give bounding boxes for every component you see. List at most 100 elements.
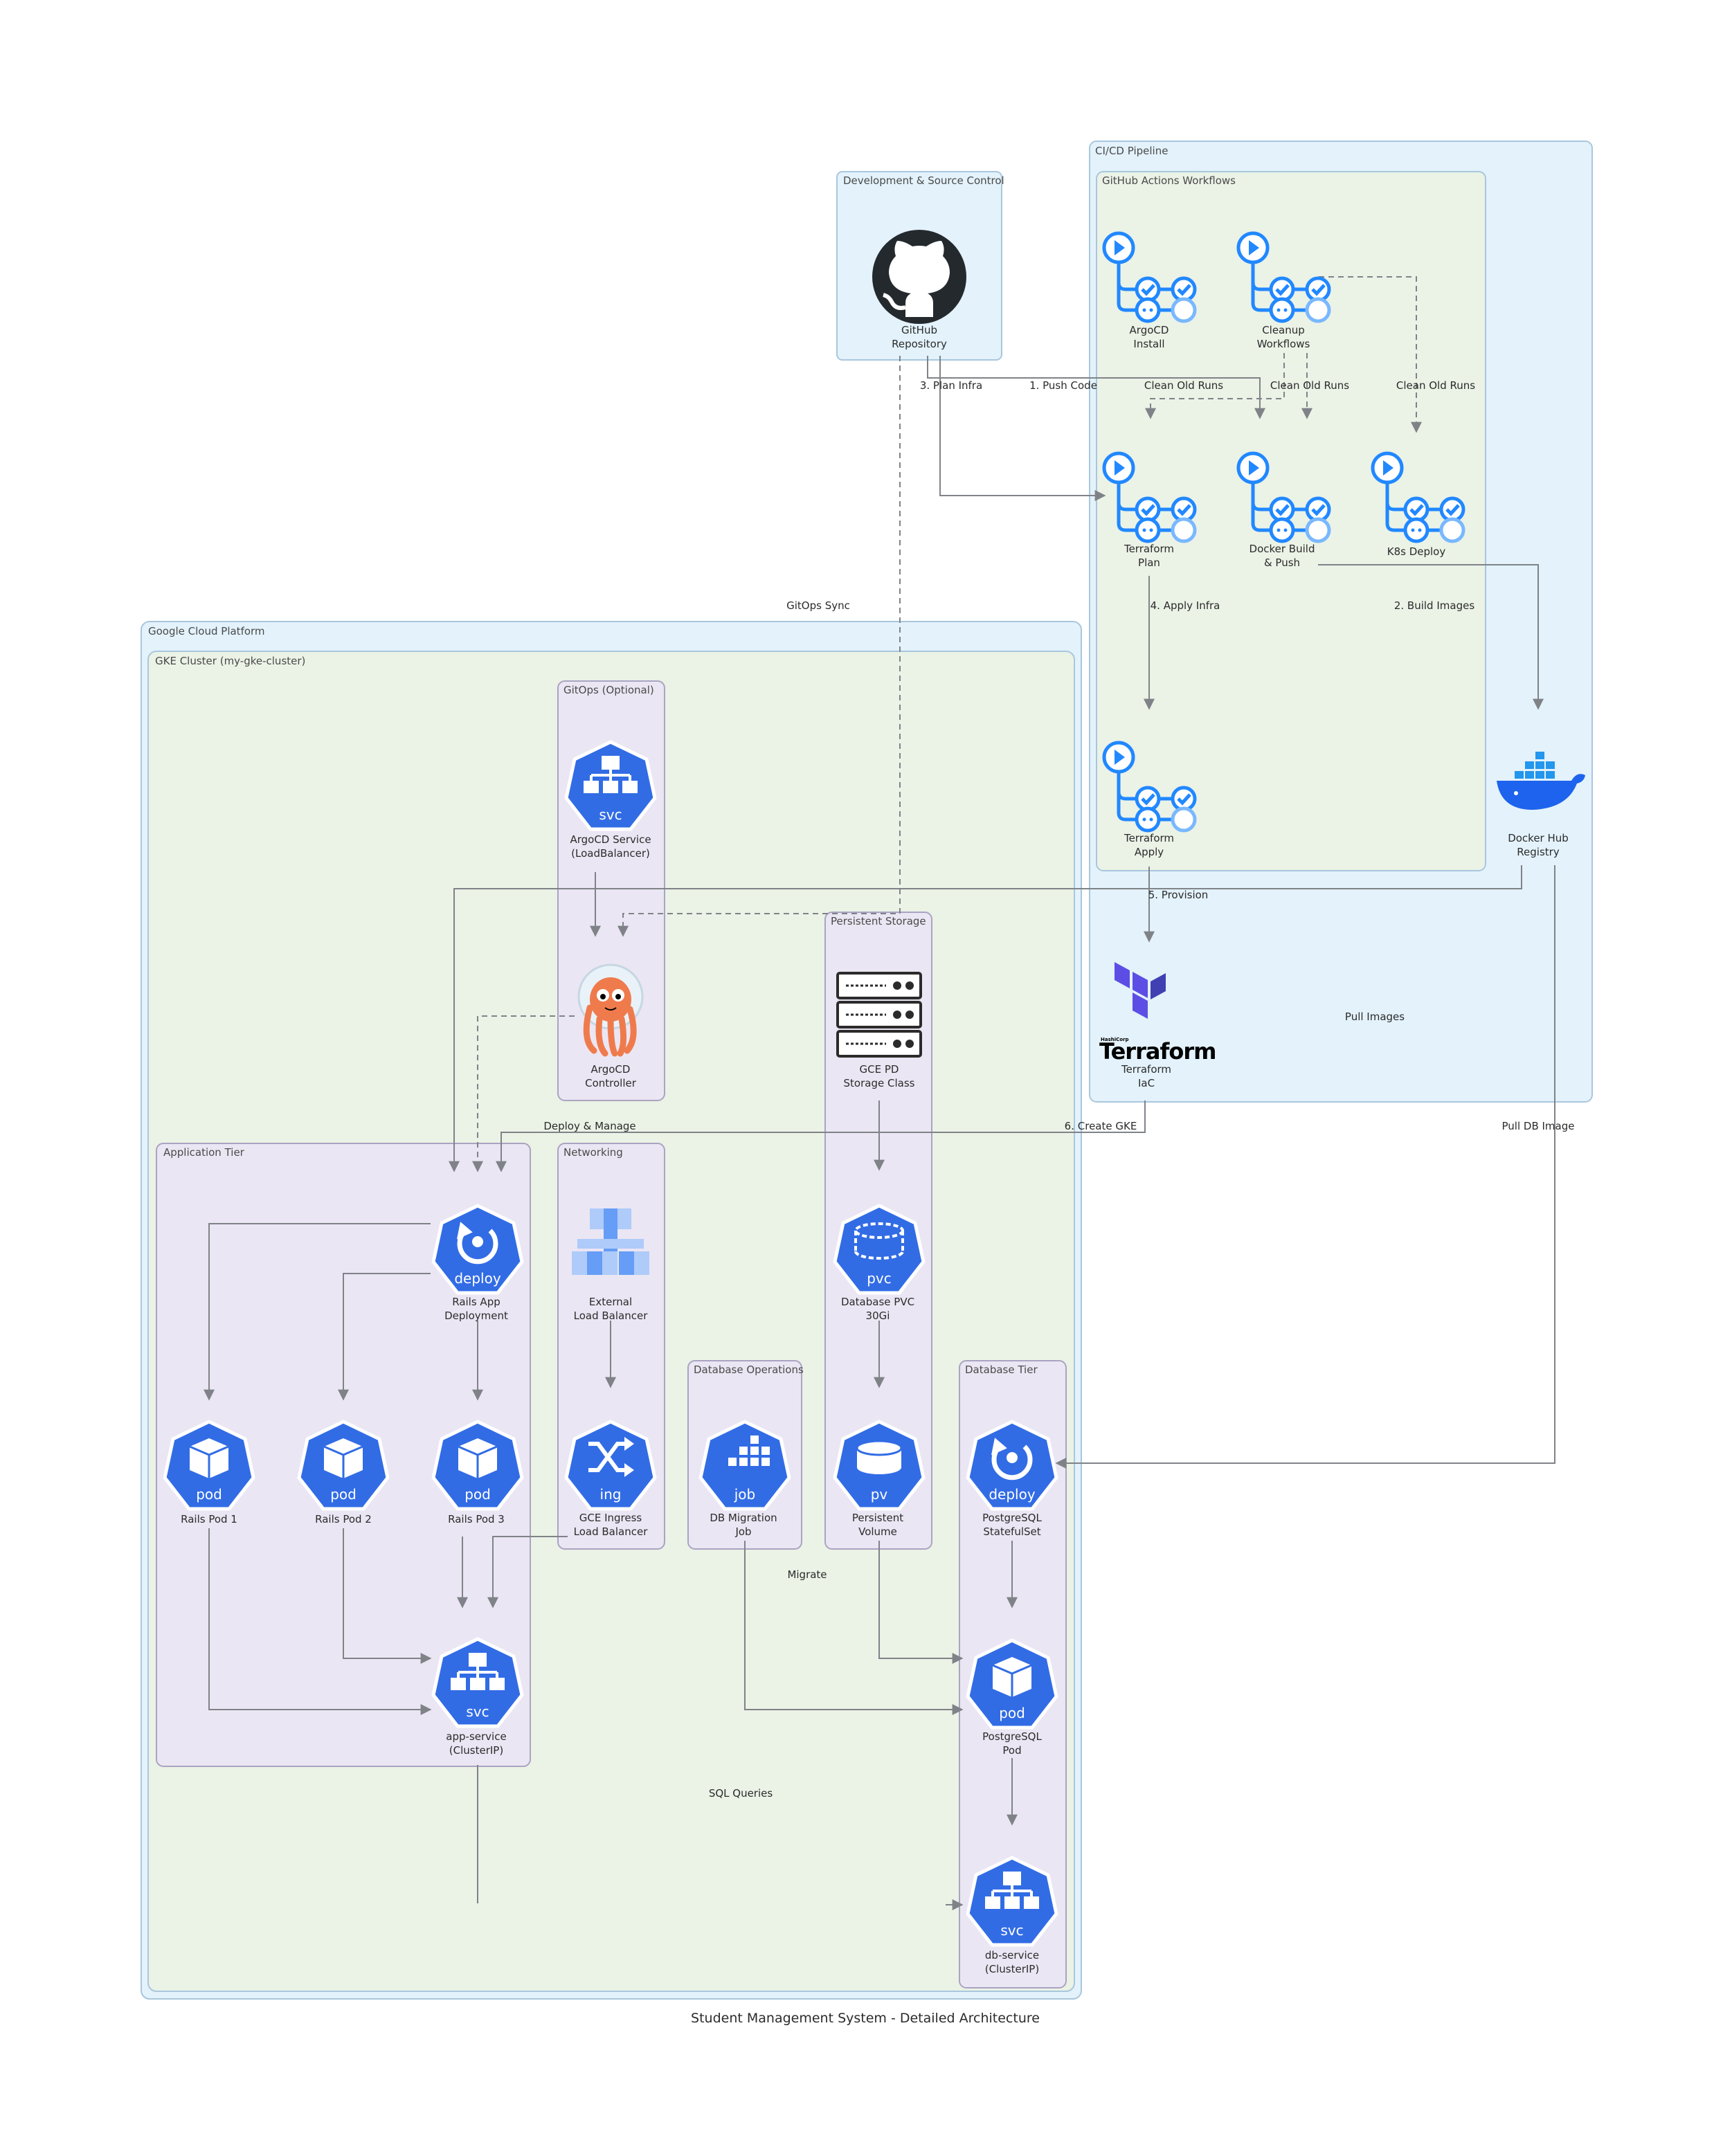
svg-text:Deployment: Deployment: [444, 1310, 508, 1322]
k8s-deploy-icon: deploy: [968, 1422, 1056, 1509]
label-migrate: Migrate: [787, 1568, 827, 1581]
node-docker-hub[interactable]: Docker Hub Registry: [1497, 752, 1585, 858]
label-plan-infra: 3. Plan Infra: [920, 379, 982, 392]
node-app-service[interactable]: svc app-service (ClusterIP): [433, 1639, 522, 1757]
svg-text:(LoadBalancer): (LoadBalancer): [571, 847, 650, 860]
k8s-pod-icon: pod: [165, 1422, 253, 1509]
node-db-service[interactable]: svc db-service (ClusterIP): [968, 1858, 1056, 1975]
node-db-migration-job[interactable]: job DB Migration Job: [701, 1422, 789, 1538]
svg-text:pvc: pvc: [867, 1270, 892, 1287]
svg-text:svc: svc: [1000, 1922, 1023, 1939]
node-gce-pd[interactable]: GCE PD Storage Class: [836, 972, 922, 1089]
svg-text:db-service: db-service: [985, 1949, 1039, 1962]
svg-text:Database Tier: Database Tier: [965, 1364, 1038, 1376]
node-postgresql-pod[interactable]: pod PostgreSQL Pod: [968, 1640, 1056, 1757]
svg-text:PostgreSQL: PostgreSQL: [982, 1730, 1042, 1743]
svg-text:svc: svc: [466, 1703, 489, 1720]
svg-text:30Gi: 30Gi: [866, 1310, 890, 1322]
svg-text:GKE Cluster (my-gke-cluster): GKE Cluster (my-gke-cluster): [155, 655, 305, 667]
svg-text:DB Migration: DB Migration: [710, 1512, 777, 1524]
edges: [204, 276, 1555, 1905]
argocd-icon: [577, 963, 644, 1057]
diagram-title: Student Management System - Detailed Arc…: [691, 2011, 1040, 2026]
edge-sql: [477, 1765, 962, 1905]
edge-plan-infra: [939, 356, 1106, 501]
svg-text:External: External: [589, 1296, 632, 1308]
svg-text:Plan: Plan: [1138, 556, 1160, 569]
node-external-lb[interactable]: External Load Balancer: [572, 1208, 649, 1322]
node-gce-ingress[interactable]: ing GCE Ingress Load Balancer: [566, 1422, 655, 1538]
node-github[interactable]: GitHub Repository: [872, 230, 966, 350]
svg-text:Persistent: Persistent: [852, 1512, 903, 1524]
edge-clean-1: [1145, 353, 1285, 419]
svg-text:Volume: Volume: [858, 1525, 897, 1538]
label-clean-2: Clean Old Runs: [1270, 379, 1349, 392]
label-sql: SQL Queries: [709, 1787, 773, 1800]
docker-icon: [1497, 752, 1585, 810]
node-k8s-deploy[interactable]: K8s Deploy: [1373, 453, 1463, 558]
svg-text:Load Balancer: Load Balancer: [574, 1310, 649, 1322]
k8s-svc-icon: svc: [968, 1858, 1056, 1945]
svg-text:svc: svc: [599, 806, 622, 823]
server-rack-icon: [836, 972, 922, 1058]
svg-text:(ClusterIP): (ClusterIP): [449, 1744, 503, 1757]
node-rails-pod-3[interactable]: pod Rails Pod 3: [433, 1422, 522, 1525]
node-terraform[interactable]: HashiCorp Terraform Terraform IaC: [1099, 962, 1216, 1089]
node-database-pvc[interactable]: pvc Database PVC 30Gi: [835, 1206, 923, 1322]
svg-text:ing: ing: [600, 1486, 622, 1503]
node-persistent-volume[interactable]: pv Persistent Volume: [835, 1422, 923, 1538]
svg-text:Database PVC: Database PVC: [841, 1296, 914, 1308]
node-terraform-apply[interactable]: Terraform Apply: [1104, 743, 1195, 858]
label-provision: 5. Provision: [1148, 889, 1209, 901]
node-rails-deployment[interactable]: deploy Rails App Deployment: [433, 1206, 522, 1322]
label-pull-db: Pull DB Image: [1502, 1120, 1575, 1132]
svg-text:ArgoCD Service: ArgoCD Service: [570, 833, 651, 846]
edge-pull-images: [449, 865, 1522, 1172]
node-cleanup-workflows[interactable]: Cleanup Workflows: [1238, 233, 1329, 350]
label-push-code: 1. Push Code: [1029, 379, 1097, 392]
label-deploy-manage: Deploy & Manage: [543, 1120, 635, 1132]
edge-pull-db: [1055, 865, 1555, 1469]
svg-text:Google Cloud Platform: Google Cloud Platform: [148, 625, 265, 637]
svg-text:deploy: deploy: [989, 1486, 1035, 1503]
svg-text:Docker Build: Docker Build: [1250, 543, 1315, 555]
k8s-ing-icon: ing: [566, 1422, 655, 1509]
svg-text:Job: Job: [734, 1525, 751, 1538]
node-rails-pod-1[interactable]: pod Rails Pod 1: [165, 1422, 253, 1525]
svg-text:GitOps (Optional): GitOps (Optional): [563, 684, 654, 696]
node-terraform-plan[interactable]: Terraform Plan: [1104, 453, 1195, 569]
edge-pod1-svc: [208, 1528, 432, 1715]
terraform-icon: HashiCorp Terraform: [1099, 962, 1216, 1065]
svg-text:& Push: & Push: [1264, 556, 1300, 569]
svg-text:Database Operations: Database Operations: [694, 1364, 804, 1376]
svg-text:GitHub Actions Workflows: GitHub Actions Workflows: [1102, 174, 1236, 187]
svg-text:GCE PD: GCE PD: [860, 1063, 899, 1076]
svg-text:Cleanup: Cleanup: [1262, 324, 1305, 336]
svg-text:Registry: Registry: [1517, 846, 1560, 858]
edge-pv-pgpod: [878, 1541, 964, 1664]
node-argocd-service[interactable]: svc ArgoCD Service (LoadBalancer): [566, 742, 655, 860]
node-argocd-controller[interactable]: ArgoCD Controller: [577, 963, 644, 1089]
svg-text:(ClusterIP): (ClusterIP): [985, 1963, 1039, 1975]
svg-text:Repository: Repository: [892, 338, 947, 350]
edge-clean-3: [1319, 276, 1422, 433]
github-icon: [872, 230, 966, 324]
svg-text:Terraform: Terraform: [1124, 543, 1174, 555]
svg-text:Rails Pod 3: Rails Pod 3: [448, 1513, 505, 1525]
k8s-pod-icon: pod: [299, 1422, 388, 1509]
node-rails-pod-2[interactable]: pod Rails Pod 2: [299, 1422, 388, 1525]
svg-text:Terraform: Terraform: [1099, 1038, 1216, 1065]
node-argocd-install[interactable]: ArgoCD Install: [1104, 233, 1195, 350]
svg-text:Rails Pod 2: Rails Pod 2: [315, 1513, 372, 1525]
k8s-pod-icon: pod: [433, 1422, 522, 1509]
node-docker-build[interactable]: Docker Build & Push: [1238, 453, 1329, 569]
edge-deploy-manage: [472, 1015, 575, 1172]
svg-text:Load Balancer: Load Balancer: [574, 1525, 649, 1538]
node-postgresql-statefulset[interactable]: deploy PostgreSQL StatefulSet: [968, 1422, 1056, 1538]
svg-text:Persistent Storage: Persistent Storage: [831, 915, 926, 927]
svg-text:ArgoCD: ArgoCD: [1130, 324, 1169, 336]
svg-text:deploy: deploy: [454, 1270, 500, 1287]
label-clean-1: Clean Old Runs: [1144, 379, 1223, 392]
svg-text:Controller: Controller: [585, 1077, 637, 1089]
